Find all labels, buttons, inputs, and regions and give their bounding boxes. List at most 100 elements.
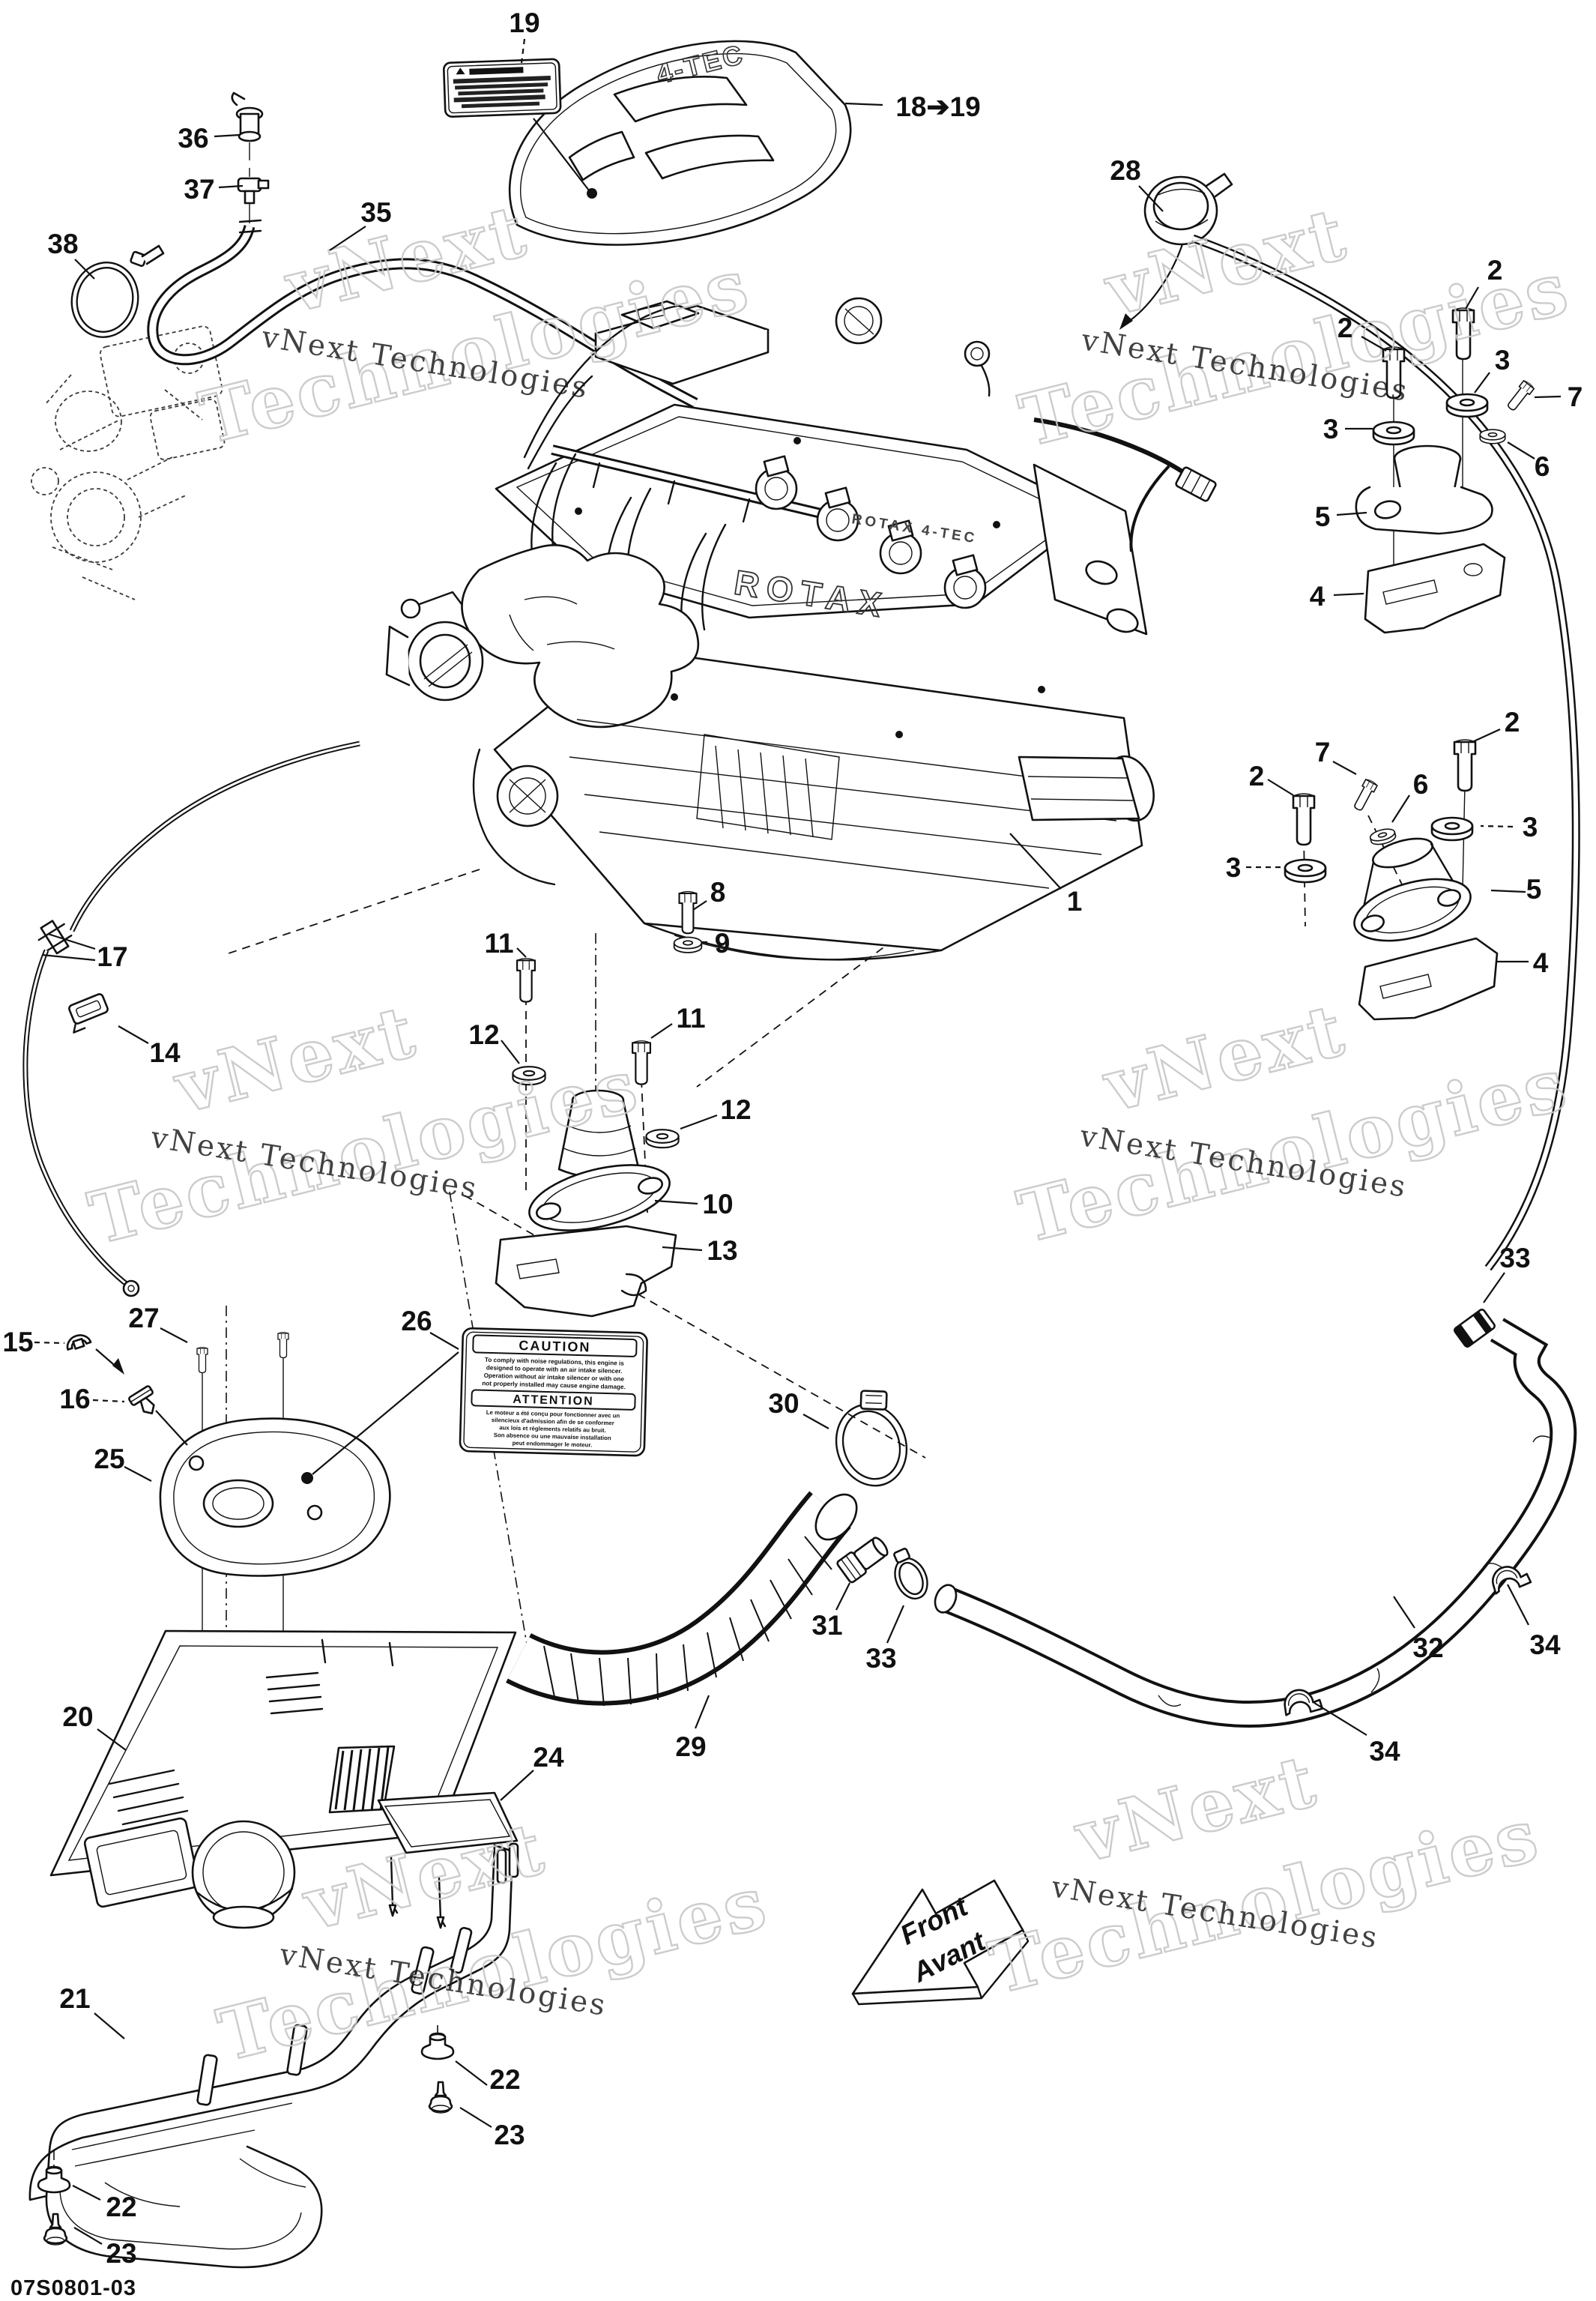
callout-24: 24 [500, 1742, 564, 1801]
leader-line [1138, 185, 1164, 212]
leader-line [1333, 592, 1364, 597]
washer-6 [1479, 429, 1506, 444]
callout-33: 33 [865, 1605, 905, 1674]
callout-12: 12 [468, 1019, 520, 1064]
callout-number: 18➔19 [895, 91, 980, 122]
callout-number: 5 [1315, 501, 1331, 532]
callout-35: 35 [329, 197, 392, 251]
housing-cup [191, 1820, 296, 1929]
leader-line [459, 2107, 492, 2128]
callout-19: 19 [509, 7, 540, 64]
callout-23: 23 [459, 2107, 525, 2150]
throttle-body [385, 591, 484, 702]
callout-21: 21 [59, 1983, 125, 2039]
callout-22: 22 [455, 2060, 521, 2095]
clip-15 [66, 1334, 92, 1351]
washer-3 [1284, 858, 1327, 884]
intake-tray-21 [28, 1842, 519, 2269]
callout-number: 3 [1523, 812, 1538, 842]
leader-line [1361, 336, 1387, 352]
callout-23: 23 [73, 2227, 137, 2269]
callout-number: 33 [1499, 1243, 1530, 1273]
callout-number: 12 [468, 1019, 499, 1050]
leader-line [1473, 728, 1501, 743]
bracket-4 [1358, 937, 1499, 1021]
callout-number: 7 [1315, 737, 1331, 767]
callout-3: 3 [1480, 812, 1538, 842]
throttle-cable [22, 741, 360, 1297]
leader-line [662, 1246, 703, 1252]
ignition-coils [755, 455, 987, 609]
callout-20: 20 [62, 1701, 127, 1751]
callout-number: 36 [178, 123, 208, 154]
intake-hose-29 [506, 1381, 928, 1707]
callout-10: 10 [654, 1189, 734, 1219]
rivet-16 [128, 1385, 155, 1415]
bolt-8 [678, 890, 698, 935]
callout-number: 4 [1310, 581, 1326, 612]
callout-number: 35 [360, 197, 391, 228]
callout-number: 3 [1226, 852, 1242, 883]
callout-number: 34 [1529, 1629, 1561, 1660]
leader-line [97, 1728, 127, 1751]
callout-22: 22 [72, 2185, 137, 2222]
leader-line [1534, 395, 1562, 399]
fitting-37 [237, 168, 270, 223]
leader-line [160, 1327, 188, 1343]
callout-number: 24 [533, 1742, 564, 1773]
leader-line [74, 259, 95, 280]
mount-top-right [1355, 307, 1536, 634]
callout-2: 2 [1337, 313, 1387, 352]
screw-7 [1351, 777, 1379, 813]
leader-line [501, 1040, 520, 1064]
cable-tie-38 [70, 244, 165, 338]
callout-number: 33 [865, 1643, 896, 1674]
callout-number: 38 [47, 229, 78, 259]
leader-line [650, 1023, 673, 1039]
callout-5: 5 [1490, 874, 1541, 905]
callout-number: 20 [62, 1701, 93, 1732]
bolt-11 [516, 957, 536, 1003]
washer-3 [1372, 420, 1415, 446]
callout-28: 28 [1110, 155, 1164, 212]
callout-number: 3 [1495, 345, 1511, 376]
sticker-line-fr: Son absence ou une mauvaise installation [494, 1432, 611, 1441]
callout-number: 23 [494, 2120, 525, 2150]
leader-line [1507, 441, 1535, 459]
leader-line [73, 2227, 103, 2245]
callout-number: 4 [1533, 947, 1549, 978]
leader-line [1336, 511, 1367, 516]
harness-connector [1175, 466, 1217, 502]
engine-cover: 4-TEC [508, 37, 852, 246]
callout-36: 36 [178, 123, 241, 154]
leader-line [1480, 824, 1514, 828]
leader-line [500, 1770, 534, 1801]
callout-number: 17 [97, 941, 127, 972]
callout-9: 9 [700, 928, 730, 959]
leader-line [1267, 779, 1294, 796]
callout-number: 26 [401, 1306, 432, 1336]
callout-3: 3 [1226, 852, 1286, 883]
mount-10 [528, 1089, 671, 1231]
leader-line [118, 1025, 149, 1044]
callout-number: 22 [489, 2064, 520, 2095]
callout-number: 16 [59, 1384, 90, 1414]
callout-number: 29 [675, 1731, 706, 1762]
leader-line [214, 133, 241, 138]
callout-number: 23 [106, 2238, 136, 2269]
callout-number: 13 [707, 1235, 737, 1266]
callout-number: 11 [484, 928, 513, 959]
leader-line [1332, 761, 1357, 775]
sticker-body-en: To comply with noise regulations, this e… [482, 1357, 626, 1390]
callout-37: 37 [184, 174, 244, 205]
callout-number: 15 [2, 1327, 33, 1357]
callout-8: 8 [692, 877, 725, 911]
callout-number: 12 [720, 1094, 751, 1125]
callout-number: 27 [128, 1303, 159, 1333]
callout-27: 27 [128, 1303, 188, 1343]
grommet-22 [420, 2032, 455, 2060]
callout-12: 12 [680, 1094, 752, 1130]
callout-5: 5 [1315, 501, 1367, 532]
callout-number: 25 [94, 1444, 124, 1474]
